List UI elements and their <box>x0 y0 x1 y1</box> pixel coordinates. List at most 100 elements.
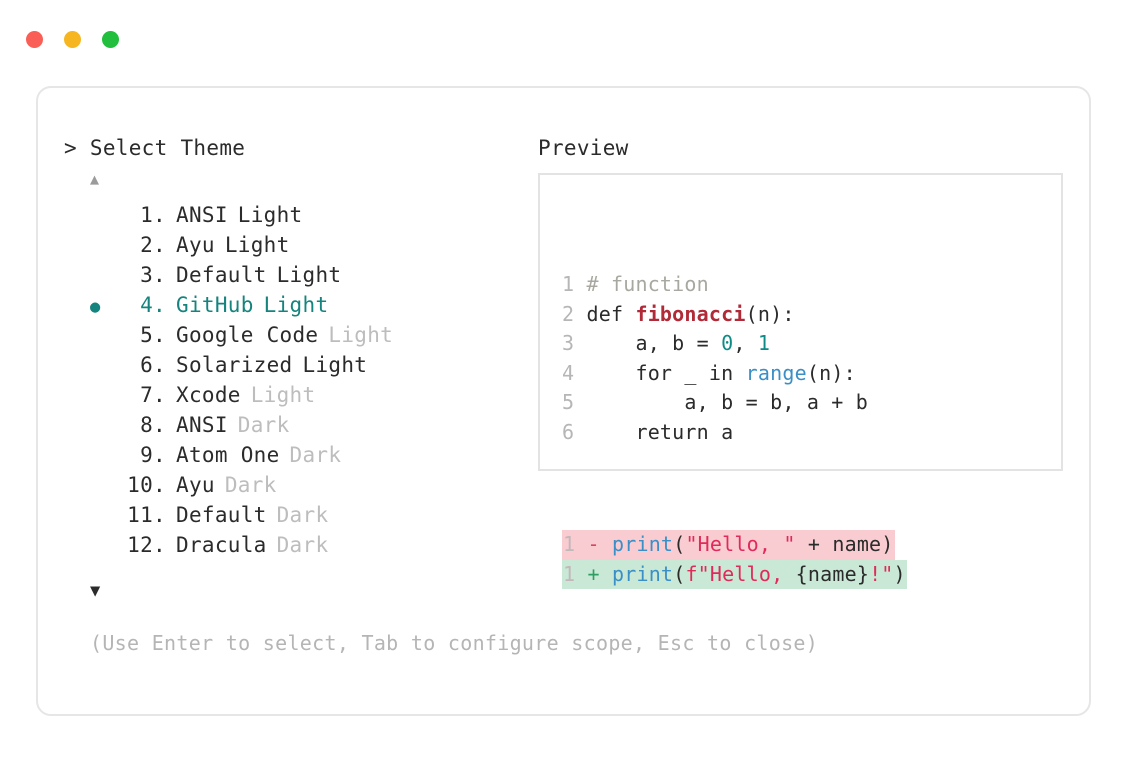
theme-list-item[interactable]: 2. Ayu Light <box>90 230 393 260</box>
scroll-down-icon[interactable]: ▼ <box>90 581 101 601</box>
theme-item-number: 10. <box>127 473 166 497</box>
code-token: 0 <box>721 331 734 355</box>
window-traffic-lights <box>26 31 119 48</box>
theme-list-item[interactable]: 1. ANSI Light <box>90 200 393 230</box>
code-token: return a <box>586 419 734 444</box>
preview-title: Preview <box>538 136 629 160</box>
theme-item-number: 7. <box>127 383 166 407</box>
theme-item-variant: Dark <box>289 443 342 467</box>
theme-item-name: Default <box>176 503 267 527</box>
theme-item-name: ANSI <box>176 203 228 227</box>
theme-item-number: 2. <box>127 233 166 257</box>
code-token: for _ in <box>586 360 746 385</box>
theme-item-variant: Light <box>224 233 290 257</box>
theme-item-name: Solarized <box>176 353 293 377</box>
theme-item-variant: Light <box>328 323 394 347</box>
code-token: print <box>611 532 674 556</box>
code-token: range <box>745 360 807 385</box>
theme-item-name: GitHub <box>176 293 254 317</box>
theme-item-name: Ayu <box>176 473 215 497</box>
code-token: "Hello, " <box>685 532 796 556</box>
theme-item-variant: Dark <box>276 503 329 527</box>
diff-line-plus: 1 + print(f"Hello, {name}!") <box>562 559 1055 589</box>
code-token: # function <box>586 272 709 296</box>
code-line: 1 # function <box>562 270 1055 300</box>
maximize-icon[interactable] <box>102 31 119 48</box>
line-number: 1 <box>563 532 588 556</box>
line-number: 4 <box>562 360 587 385</box>
theme-list-item[interactable]: 9. Atom One Dark <box>90 440 393 470</box>
line-number: 2 <box>562 301 587 326</box>
theme-item-variant: Light <box>276 263 342 287</box>
code-line: 6 return a <box>562 418 1055 448</box>
code-token: {name} <box>795 561 870 586</box>
theme-item-number: 3. <box>127 263 166 287</box>
diff-highlight: 1 + print(f"Hello, {name}!") <box>562 559 907 589</box>
theme-item-variant: Light <box>302 353 368 377</box>
theme-list-item[interactable]: 3. Default Light <box>90 260 393 290</box>
line-number: 1 <box>562 272 587 296</box>
theme-item-variant: Dark <box>224 473 277 497</box>
code-token: fibonacci <box>635 301 746 326</box>
close-icon[interactable] <box>26 31 43 48</box>
code-token: f"Hello, <box>685 561 796 586</box>
theme-list-item[interactable]: ● 4. GitHub Light <box>90 290 393 320</box>
code-token: (n): <box>806 360 856 385</box>
theme-item-number: 8. <box>127 413 166 437</box>
theme-item-number: 1. <box>127 203 166 227</box>
theme-list-item[interactable]: 11. Default Dark <box>90 500 393 530</box>
theme-list-item[interactable]: 6. Solarized Light <box>90 350 393 380</box>
selected-bullet-icon: ● <box>90 297 101 317</box>
code-token: a, b = <box>586 331 722 355</box>
select-theme-prompt: > Select Theme <box>64 136 246 160</box>
code-line: 4 for _ in range(n): <box>562 359 1055 389</box>
theme-item-variant: Light <box>250 383 316 407</box>
code-line: 2 def fibonacci(n): <box>562 300 1055 330</box>
minimize-icon[interactable] <box>64 31 81 48</box>
diff-marker: - <box>587 532 612 556</box>
theme-item-name: Dracula <box>176 533 267 557</box>
theme-list-item[interactable]: 10. Ayu Dark <box>90 470 393 500</box>
theme-item-number: 4. <box>127 293 166 317</box>
theme-item-name: Default <box>176 263 267 287</box>
theme-item-number: 6. <box>127 353 166 377</box>
theme-item-name: Ayu <box>176 233 215 257</box>
code-line: 3 a, b = 0, 1 <box>562 329 1055 359</box>
theme-item-number: 12. <box>127 533 166 557</box>
code-token: print <box>611 561 674 586</box>
line-number: 3 <box>562 331 587 355</box>
code-token: ) <box>893 561 906 586</box>
line-number: 6 <box>562 419 587 444</box>
diff-block: 1 - print("Hello, " + name)1 + print(f"H… <box>562 530 1055 589</box>
code-token: ( <box>673 561 686 586</box>
theme-item-name: ANSI <box>176 413 228 437</box>
theme-item-number: 9. <box>127 443 166 467</box>
code-token: 1 <box>757 331 771 355</box>
theme-item-number: 11. <box>127 503 166 527</box>
theme-list-item[interactable]: 12. Dracula Dark <box>90 530 393 560</box>
scroll-up-icon[interactable]: ▲ <box>90 170 100 188</box>
diff-marker: + <box>587 561 612 586</box>
code-token: , <box>733 331 758 355</box>
code-token: (n): <box>745 301 795 326</box>
theme-item-name: Xcode <box>176 383 241 407</box>
code-line: 5 a, b = b, a + b <box>562 388 1055 418</box>
line-number: 5 <box>562 390 587 414</box>
code-token: + name) <box>795 532 894 556</box>
theme-item-variant: Light <box>263 293 329 317</box>
theme-list-item[interactable]: 7. Xcode Light <box>90 380 393 410</box>
theme-item-variant: Light <box>237 203 303 227</box>
diff-line-minus: 1 - print("Hello, " + name) <box>562 530 1055 560</box>
theme-item-variant: Dark <box>276 533 329 557</box>
code-token: !" <box>869 561 894 586</box>
theme-item-name: Atom One <box>176 443 280 467</box>
theme-item-number: 5. <box>127 323 166 347</box>
code-token: ( <box>673 532 686 556</box>
